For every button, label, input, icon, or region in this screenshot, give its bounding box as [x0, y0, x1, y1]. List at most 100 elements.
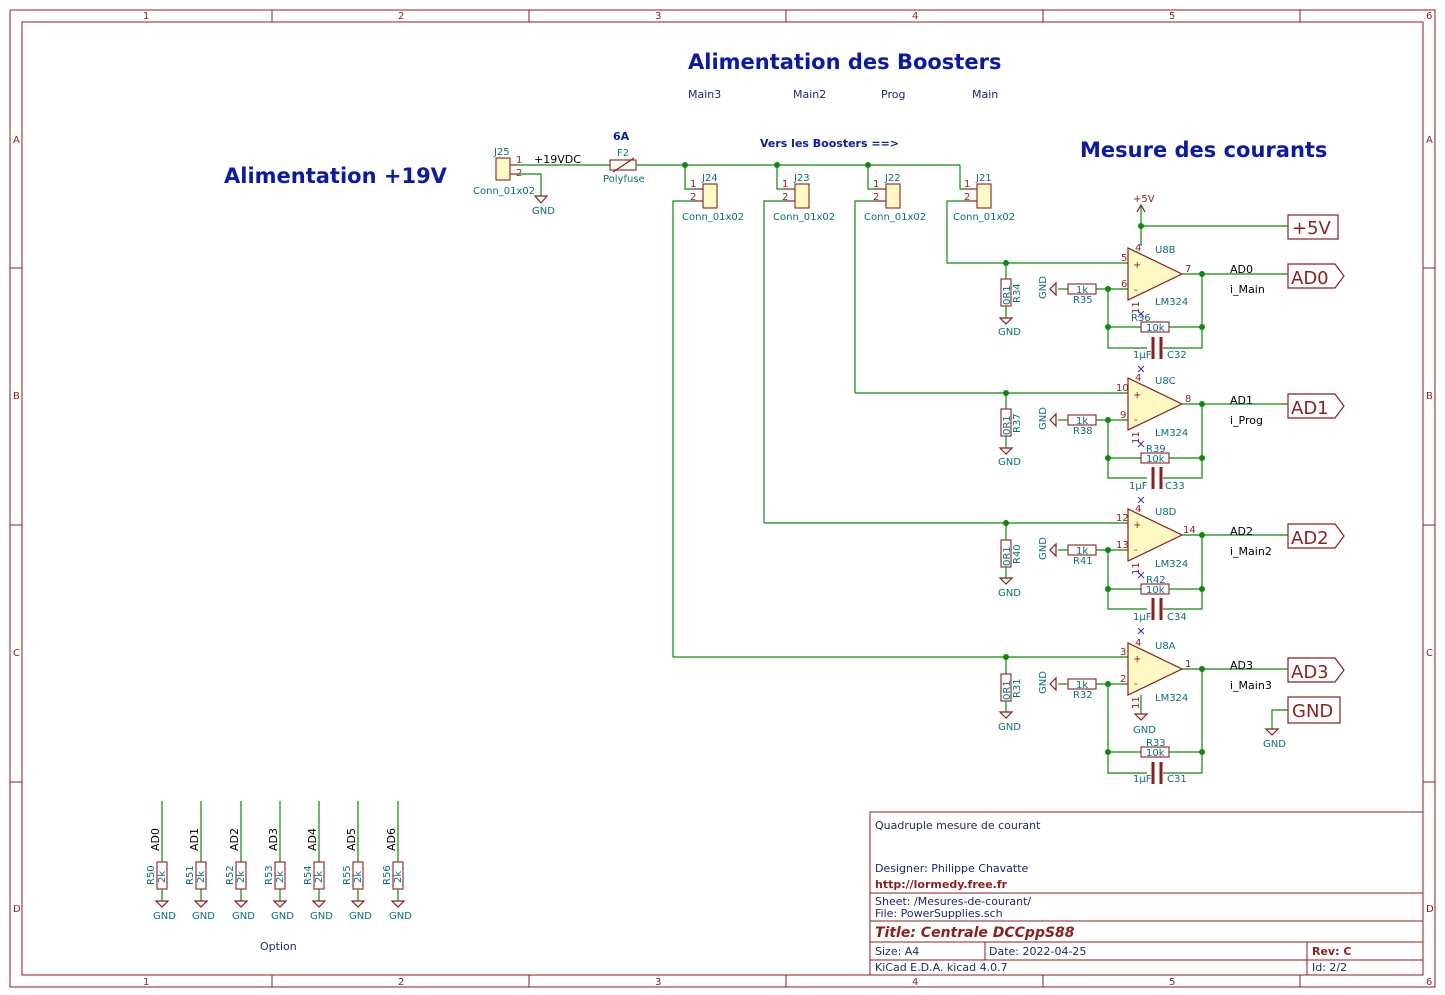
schematic-rect	[702, 183, 718, 209]
schematic-label: U8B	[1155, 245, 1176, 256]
schematic-circle	[1105, 586, 1111, 592]
schematic-label: 1k	[1076, 285, 1088, 296]
schematic-polyline	[1271, 709, 1288, 729]
schematic-label: 9	[1120, 410, 1126, 421]
schematic-label: +	[1133, 520, 1141, 531]
schematic-label: 1k	[1076, 416, 1088, 427]
schematic-polyline	[1107, 550, 1147, 610]
schematic-label: -	[1134, 285, 1138, 296]
schematic-polyline	[867, 165, 875, 190]
port-ad1: AD1	[1287, 393, 1345, 419]
col-label: 2	[398, 11, 404, 22]
schematic-path	[998, 711, 1014, 719]
schematic-label: C32	[1167, 350, 1187, 361]
schematic-rect	[1287, 696, 1341, 724]
schematic-label: GND	[1038, 537, 1049, 560]
schematic-label: LM324	[1155, 428, 1188, 439]
tb-title: Title: Centrale DCCppS88	[875, 925, 1075, 941]
schematic-path	[193, 900, 209, 908]
opamp-u8c	[1127, 377, 1184, 431]
schematic-label: LM324	[1155, 693, 1188, 704]
schematic-polyline	[1107, 684, 1147, 774]
gnd-symbol: GND	[532, 195, 555, 217]
schematic-polyline	[1163, 404, 1203, 479]
schematic-path	[1049, 542, 1057, 558]
schematic-label: J21	[975, 173, 992, 184]
schematic-path	[1287, 657, 1345, 683]
option-resistor-r55: AD5 R55 2k GND	[342, 801, 372, 922]
ref-f2: F2	[617, 148, 629, 159]
schematic-label: 2	[782, 192, 788, 203]
col-label: 5	[1169, 11, 1175, 22]
schematic-polyline	[946, 200, 966, 263]
col-label: 6	[1426, 977, 1432, 988]
tb-size: Size: A4	[875, 945, 919, 958]
schematic-label: 1µF	[1133, 350, 1152, 361]
connector-j24: J24 1 2 Conn_01x02	[672, 165, 744, 657]
schematic-label: GND	[153, 911, 176, 922]
schematic-label: R31	[1012, 678, 1023, 698]
schematic-label: GND	[1038, 671, 1049, 694]
schematic-label: AD4	[306, 828, 319, 851]
schematic-label: 11	[1131, 562, 1142, 575]
pin-label: 1	[516, 155, 522, 166]
schematic-label: 4	[1135, 638, 1141, 649]
measure-stage-ad2: GND 0R1 R40 GND 1k R41 10k R42 1µF C34 U…	[764, 496, 1345, 623]
schematic-label: AD1	[188, 828, 201, 851]
schematic-label: GND	[998, 588, 1021, 599]
schematic-label: R40	[1012, 544, 1023, 564]
tb-sheet: Sheet: /Mesures-de-courant/	[875, 895, 1031, 908]
schematic-label: R37	[1012, 413, 1023, 433]
schematic-label: 4	[1135, 504, 1141, 515]
schematic-circle	[1199, 455, 1205, 461]
sheet-frame: 1 2 3 4 5 6 1 2 3 4 5 6 A B C D A B C D	[9, 9, 1436, 988]
schematic-label: +5V	[1292, 218, 1332, 239]
boosters-arrow-label: Vers les Boosters ==>	[760, 137, 899, 150]
schematic-label: U8D	[1155, 507, 1177, 518]
schematic-label: R53	[264, 865, 275, 885]
option-resistor-r54: AD4 R54 2k GND	[303, 801, 333, 922]
schematic-label: 2k	[157, 871, 168, 883]
connector-j22: J22 1 2 Conn_01x02	[854, 165, 926, 393]
schematic-label: AD2	[1230, 525, 1253, 538]
schematic-label: 2	[873, 192, 879, 203]
schematic-label: 8	[1185, 394, 1191, 405]
row-label: C	[1426, 648, 1433, 659]
schematic-circle	[1105, 749, 1111, 755]
schematic-label: +	[1133, 654, 1141, 665]
schematic-label: Conn_01x02	[773, 212, 835, 223]
schematic-rect	[885, 183, 901, 209]
col-label: 2	[398, 977, 404, 988]
schematic-path	[154, 900, 170, 908]
schematic-label: R42	[1146, 575, 1166, 586]
connector-j23: J23 1 2 Conn_01x02	[763, 165, 835, 523]
schematic-path	[1049, 412, 1057, 428]
schematic-label: 11	[1131, 431, 1142, 444]
schematic-rect	[794, 183, 810, 209]
schematic-label: J24	[701, 173, 718, 184]
schematic-label: LM324	[1155, 559, 1188, 570]
schematic-label: AD5	[345, 828, 358, 851]
schematic-label: C33	[1165, 481, 1185, 492]
schematic-polyline	[1163, 274, 1203, 349]
schematic-label: +	[1133, 260, 1141, 271]
schematic-label: Conn_01x02	[864, 212, 926, 223]
schematic-label: 2	[1120, 674, 1126, 685]
measure-stage-ad0: GND 0R1 R34 GND 1k R35 10k R36 1µF C32 U…	[947, 243, 1345, 361]
schematic-label: 2k	[314, 871, 325, 883]
row-label: D	[13, 904, 21, 915]
schematic-label: AD0	[149, 828, 162, 851]
schematic-label: GND	[271, 911, 294, 922]
booster-label-main: Main	[972, 88, 998, 101]
schematic-label: R32	[1073, 690, 1093, 701]
schematic-path	[1133, 713, 1149, 721]
schematic-path	[1264, 728, 1280, 736]
measure-stage-ad3: GND 0R1 R31 GND 1k R32 10k R33 1µF C31 U…	[673, 627, 1345, 785]
schematic-label: J22	[884, 173, 901, 184]
polyfuse-f2: 6A F2 Polyfuse	[603, 130, 645, 185]
schematic-label: C34	[1167, 612, 1187, 623]
col-label: 3	[655, 977, 661, 988]
schematic-label: R50	[146, 865, 157, 885]
schematic-circle	[1138, 223, 1144, 229]
